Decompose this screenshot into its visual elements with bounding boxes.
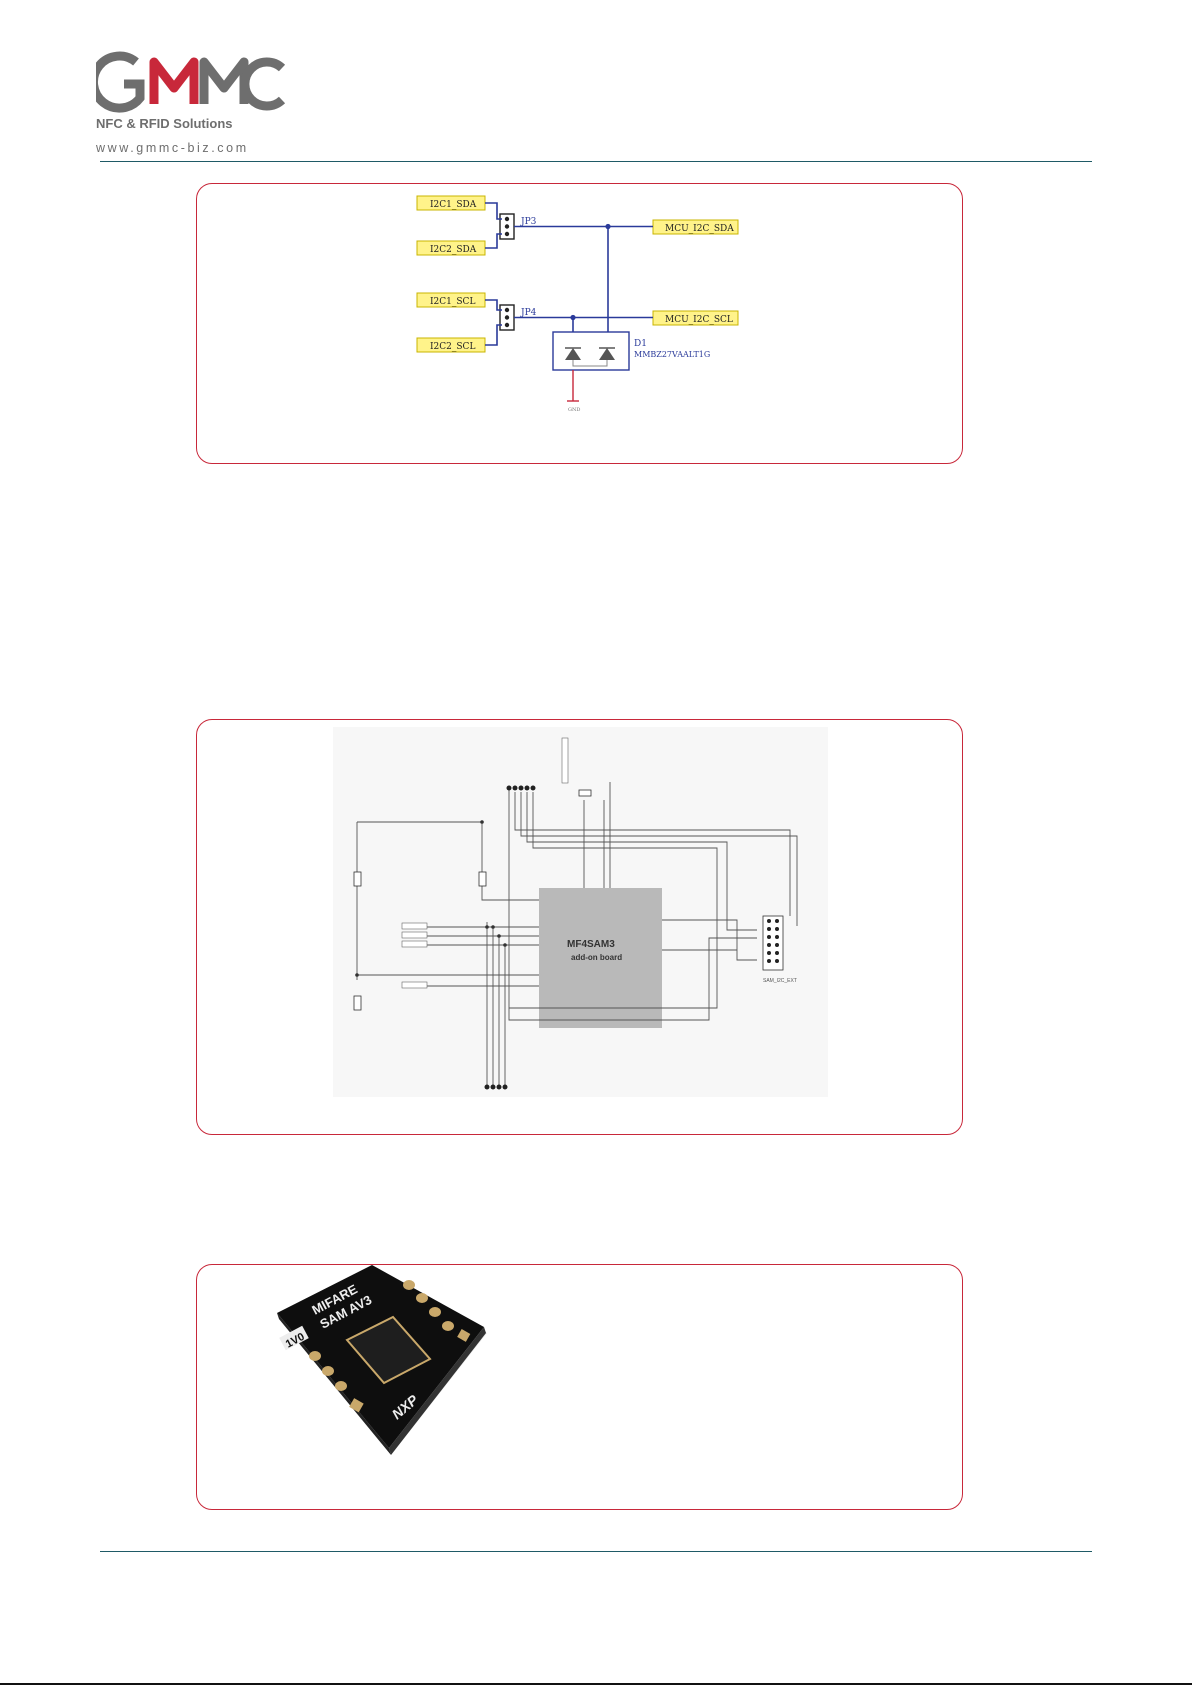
diode-part: MMBZ27VAALT1G: [634, 350, 710, 359]
tag-mcu-scl-text: MCU_I2C_SCL: [665, 315, 733, 325]
figure-sam-board-render: MIFARE SAM AV3 1V0 NXP: [196, 1264, 963, 1510]
chip-subtitle: add-on board: [571, 953, 622, 962]
brand-tagline: NFC & RFID Solutions: [96, 116, 233, 131]
figure-i2c-jumper-schematic: I2C1_SDA I2C2_SDA I2C1_SCL I2C2_SCL MCU_…: [196, 183, 963, 464]
diode-ref: D1: [634, 339, 647, 349]
sam-schematic: MF4SAM3 add-on board: [197, 720, 964, 1136]
tag-i2c2-scl-text: I2C2_SCL: [430, 342, 475, 352]
connector-sam-i2c-ext: [763, 916, 783, 970]
tag-i2c1-scl-text: I2C1_SCL: [430, 297, 475, 307]
chip-title: MF4SAM3: [567, 939, 615, 950]
tag-mcu-sda-text: MCU_I2C_SDA: [665, 224, 734, 234]
figure-sam-addon-schematic: MF4SAM3 add-on board: [196, 719, 963, 1135]
tag-i2c2-sda-text: I2C2_SDA: [430, 245, 477, 255]
company-logo: NFC & RFID Solutions www.gmmc-biz.com: [96, 50, 286, 160]
jumper-jp4-label: JP4: [520, 308, 537, 318]
diode-package-d1: [553, 332, 629, 370]
header-rule: [100, 161, 1092, 162]
connector-label: SAM_I2C_EXT: [763, 978, 797, 984]
footer-rule: [100, 1551, 1092, 1552]
gmmc-logo-mark: NFC & RFID Solutions www.gmmc-biz.com: [96, 50, 286, 160]
i2c-schematic: I2C1_SDA I2C2_SDA I2C1_SCL I2C2_SCL MCU_…: [197, 184, 964, 465]
brand-website: www.gmmc-biz.com: [96, 141, 249, 155]
jumper-jp3-label: JP3: [520, 217, 537, 227]
sam-board-image: MIFARE SAM AV3 1V0 NXP: [197, 1265, 964, 1511]
tag-i2c1-sda-text: I2C1_SDA: [430, 200, 477, 210]
gnd-label: GND: [568, 407, 580, 413]
